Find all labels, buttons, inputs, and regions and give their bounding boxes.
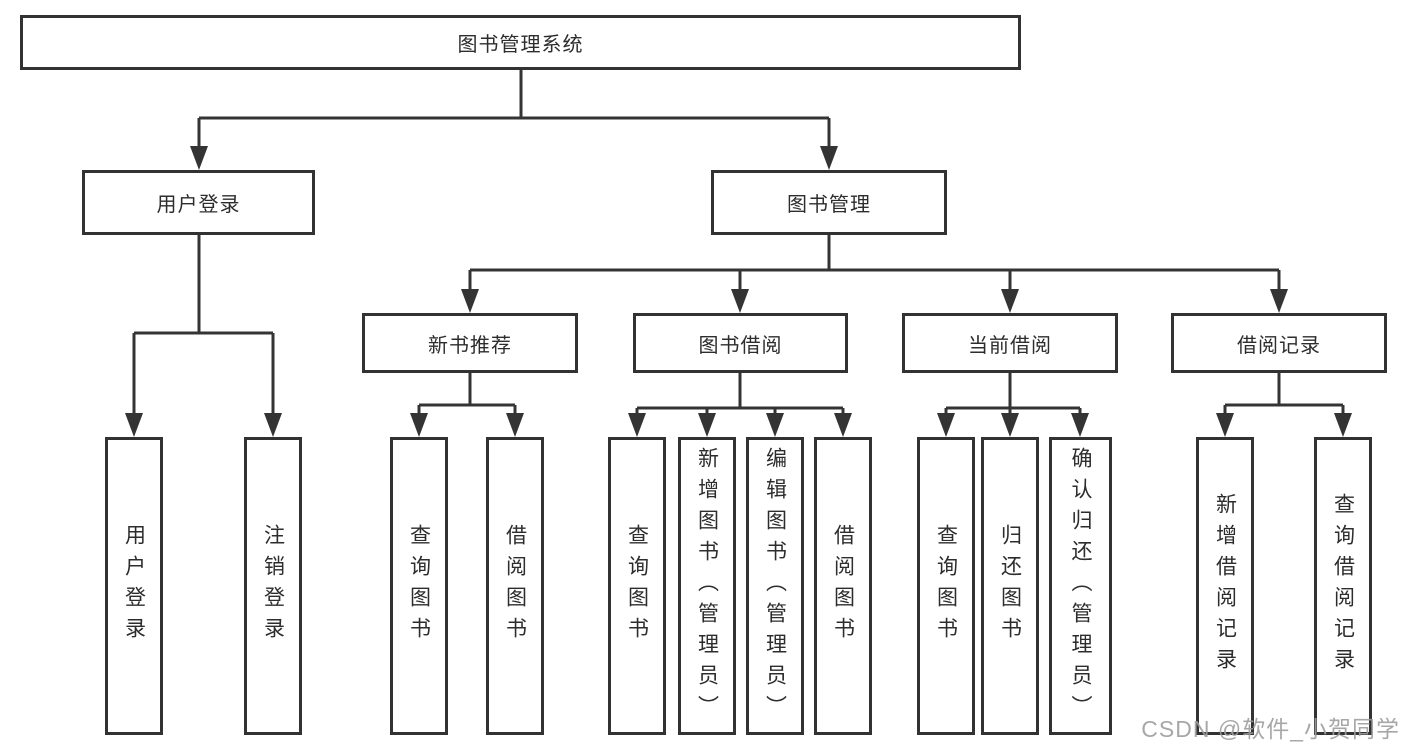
leaf-query-books: 查询图书 <box>608 437 666 735</box>
node-label: 新增图书（管理员） <box>695 446 719 726</box>
node-label: 查询图书 <box>407 524 431 648</box>
node-label: 新书推荐 <box>428 334 512 357</box>
leaf-query-books: 查询图书 <box>390 437 448 735</box>
node-new-book-recommendation: 新书推荐 <box>362 313 578 373</box>
leaf-confirm-return-admin: 确认归还（管理员） <box>1049 437 1112 735</box>
csdn-watermark: CSDN @软件_小贺同学 <box>1141 716 1400 742</box>
node-label: 注销登录 <box>261 524 285 648</box>
node-library-management-system: 图书管理系统 <box>20 15 1021 70</box>
node-label: 借阅图书 <box>503 524 527 648</box>
node-label: 图书借阅 <box>698 334 783 357</box>
leaf-query-books: 查询图书 <box>917 437 975 735</box>
node-book-management: 图书管理 <box>711 170 947 235</box>
node-label: 确认归还（管理员） <box>1069 446 1092 726</box>
leaf-borrow-books: 借阅图书 <box>486 437 544 735</box>
leaf-logout: 注销登录 <box>244 437 302 735</box>
node-label: 借阅记录 <box>1237 334 1321 357</box>
leaf-borrow-books: 借阅图书 <box>814 437 872 735</box>
node-borrowing-records: 借阅记录 <box>1171 313 1387 373</box>
node-label: 借阅图书 <box>831 524 855 648</box>
leaf-add-borrow-record: 新增借阅记录 <box>1196 437 1254 735</box>
node-label: 新增借阅记录 <box>1213 493 1237 679</box>
leaf-query-borrow-record: 查询借阅记录 <box>1314 437 1372 735</box>
node-label: 查询借阅记录 <box>1331 493 1355 679</box>
leaf-edit-books-admin: 编辑图书（管理员） <box>746 437 804 735</box>
leaf-add-books-admin: 新增图书（管理员） <box>678 437 736 735</box>
node-label: 用户登录 <box>122 524 146 648</box>
node-label: 查询图书 <box>934 524 958 648</box>
node-label: 编辑图书（管理员） <box>763 446 787 726</box>
node-current-borrowing: 当前借阅 <box>902 313 1118 373</box>
arrowhead-icons <box>125 146 1352 437</box>
leaf-user-login: 用户登录 <box>105 437 163 735</box>
node-label: 查询图书 <box>625 524 649 648</box>
node-book-borrowing: 图书借阅 <box>633 313 848 373</box>
node-user-login: 用户登录 <box>82 170 315 235</box>
node-label: 归还图书 <box>998 524 1022 648</box>
node-label: 图书管理系统 <box>457 34 584 56</box>
node-label: 图书管理 <box>787 194 871 216</box>
node-label: 用户登录 <box>156 194 241 216</box>
node-label: 当前借阅 <box>968 334 1052 357</box>
leaf-return-books: 归还图书 <box>981 437 1039 735</box>
